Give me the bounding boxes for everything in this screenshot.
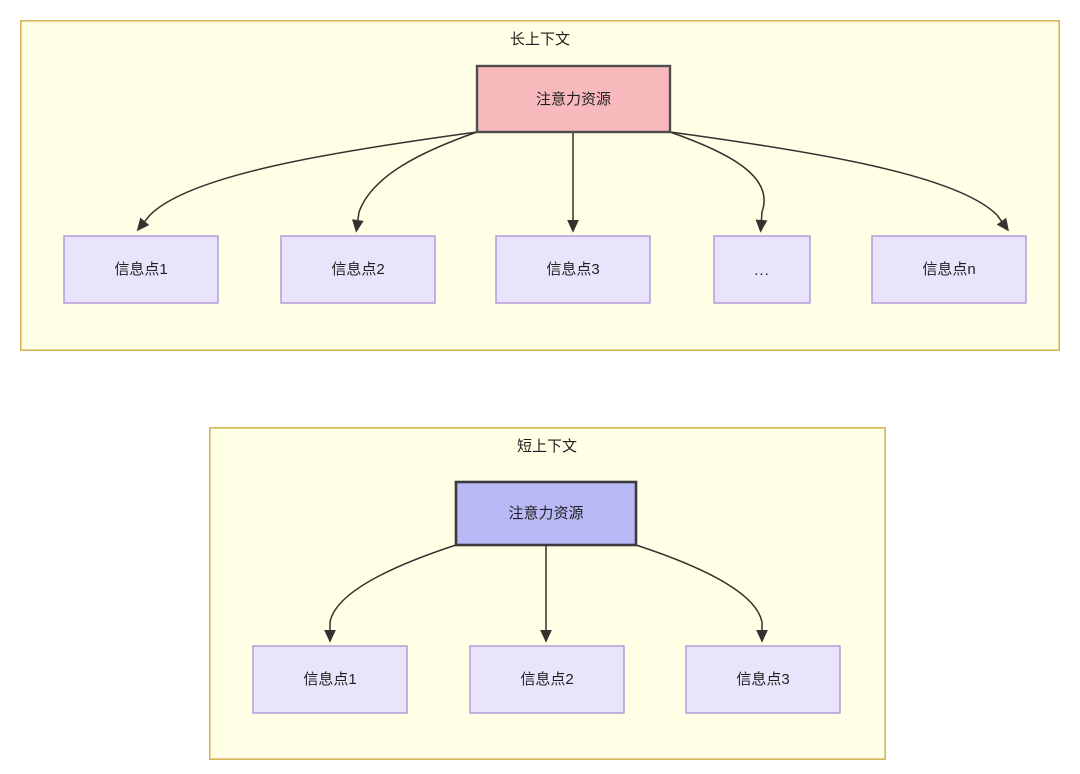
panel-long-context-title: 长上下文 [510, 31, 570, 48]
node-info-point-ellipsis-long[interactable]: ... [713, 235, 811, 304]
edge-attention-to-info2 [352, 131, 478, 233]
node-info-point-1-short-label: 信息点1 [303, 671, 356, 688]
node-info-point-2-short-rect[interactable] [469, 645, 625, 714]
node-attention-resource-long-rect[interactable] [475, 64, 672, 134]
node-info-point-1-short[interactable]: 信息点1 [252, 645, 408, 714]
node-info-point-1-short-rect[interactable] [252, 645, 408, 714]
edge-attention-to-ellipsis [669, 131, 768, 233]
node-attention-resource-short-label: 注意力资源 [508, 504, 583, 522]
node-info-point-1-long-label: 信息点1 [114, 261, 167, 278]
node-attention-resource-short-rect[interactable] [454, 480, 638, 547]
node-info-point-3-long-label: 信息点3 [546, 261, 599, 278]
node-info-point-3-short-label: 信息点3 [736, 671, 789, 688]
node-info-point-2-short[interactable]: 信息点2 [469, 645, 625, 714]
node-info-point-2-long[interactable]: 信息点2 [280, 235, 436, 304]
node-info-point-n-long-label: 信息点n [922, 261, 975, 278]
node-attention-resource-long[interactable]: 注意力资源 [475, 64, 672, 134]
panel-short-context: 短上下文 注意力资源 信息点1 信息点2 [209, 426, 887, 760]
node-info-point-3-long-rect[interactable] [495, 235, 651, 304]
node-info-point-3-long[interactable]: 信息点3 [495, 235, 651, 304]
edge-attention-to-info3-short [635, 544, 768, 643]
node-info-point-1-long[interactable]: 信息点1 [63, 235, 219, 304]
panel-short-context-title: 短上下文 [517, 438, 577, 455]
node-info-point-n-long-rect[interactable] [871, 235, 1027, 304]
node-info-point-2-short-label: 信息点2 [520, 671, 573, 688]
node-info-point-ellipsis-long-rect[interactable] [713, 235, 811, 304]
node-info-point-3-short[interactable]: 信息点3 [685, 645, 841, 714]
node-info-point-3-short-rect[interactable] [685, 645, 841, 714]
edge-attention-to-info1 [136, 131, 478, 232]
node-info-point-2-long-label: 信息点2 [331, 261, 384, 278]
node-info-point-1-long-rect[interactable] [63, 235, 219, 304]
node-attention-resource-long-label: 注意力资源 [536, 90, 611, 108]
node-info-point-ellipsis-long-label: ... [754, 262, 770, 279]
edge-attention-to-infon [669, 131, 1009, 232]
node-attention-resource-short[interactable]: 注意力资源 [454, 480, 638, 547]
panel-long-context: 长上下文 注意力资源 信息点1 [19, 19, 1061, 351]
node-info-point-2-long-rect[interactable] [280, 235, 436, 304]
node-info-point-n-long[interactable]: 信息点n [871, 235, 1027, 304]
edge-attention-to-info1-short [324, 544, 457, 643]
edges-long-context [136, 131, 1009, 233]
edges-short-context [324, 544, 768, 643]
